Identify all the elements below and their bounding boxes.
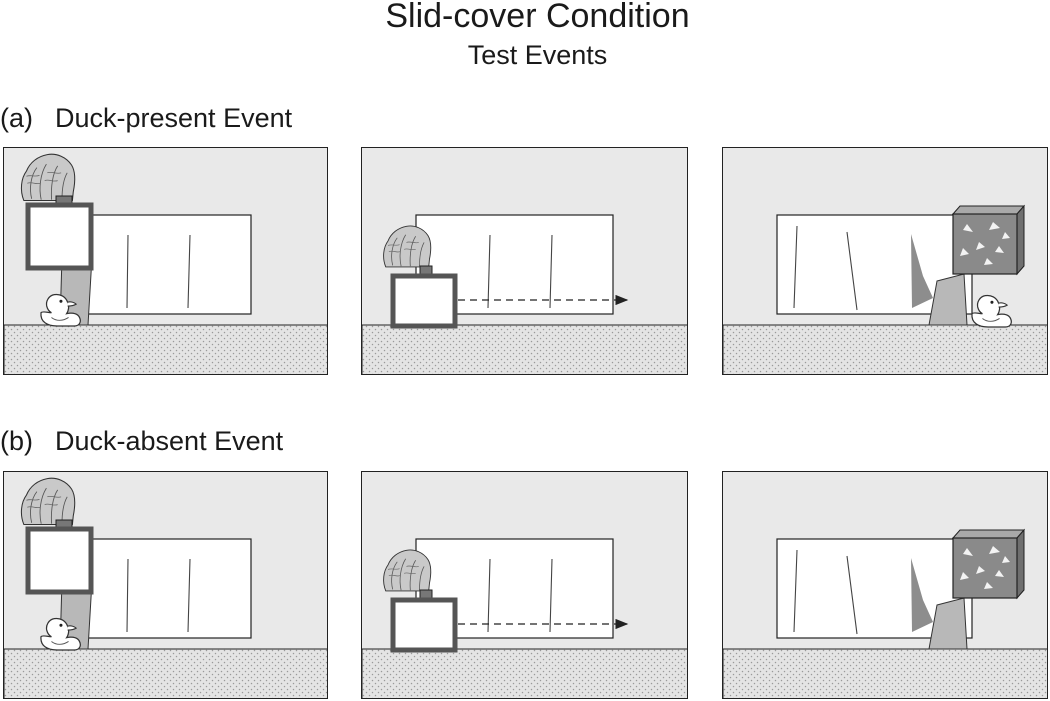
floor: [723, 648, 1047, 698]
row-b-tag: (b): [0, 426, 33, 456]
figure-title: Slid-cover Condition: [385, 0, 690, 35]
floor: [723, 324, 1047, 374]
cover-icon: [390, 589, 458, 653]
shadow: [911, 558, 933, 632]
cover-icon: [25, 519, 94, 595]
floor: [362, 324, 687, 374]
arm: [928, 597, 968, 650]
floor: [4, 648, 327, 698]
row-b-panel-1: [3, 471, 328, 699]
cover-icon: [25, 195, 94, 271]
floor: [362, 648, 687, 698]
row-a-label: (a) Duck-present Event: [0, 101, 292, 135]
row-a-title: Duck-present Event: [55, 103, 293, 133]
screen-icon: [87, 214, 252, 315]
figure-subtitle: Test Events: [467, 40, 608, 70]
cube-icon: [951, 528, 1026, 600]
shadow: [911, 234, 933, 308]
row-b-label: (b) Duck-absent Event: [0, 424, 283, 458]
row-b-title: Duck-absent Event: [55, 426, 284, 456]
row-a-panel-2: [361, 147, 688, 375]
arm: [928, 273, 968, 326]
row-b-panel-3: [722, 471, 1048, 699]
row-a-panel-1: [3, 147, 328, 375]
cube-icon: [951, 204, 1026, 276]
screen-icon: [87, 538, 252, 639]
row-a-tag: (a): [0, 103, 33, 133]
cover-icon: [390, 265, 458, 329]
row-b-panel-2: [361, 471, 688, 699]
row-a-panel-3: [722, 147, 1048, 375]
floor: [4, 324, 327, 374]
